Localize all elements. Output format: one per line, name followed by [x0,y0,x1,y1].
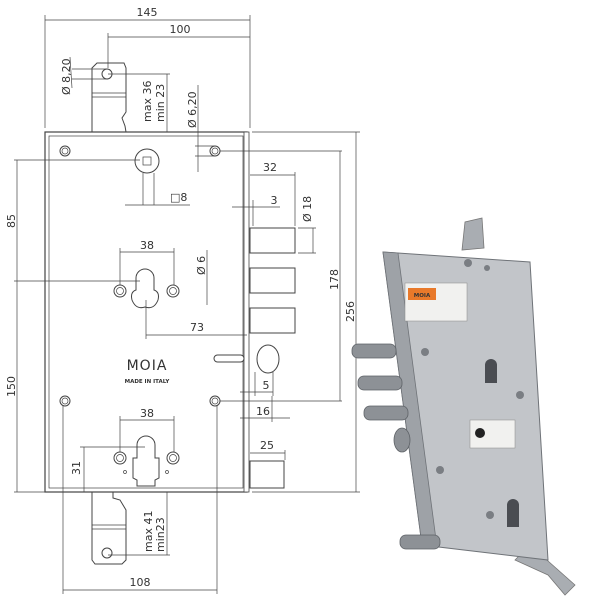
dim-follower: □8 [170,191,187,204]
dim-16: 16 [256,405,270,418]
photo-logo: MOIA [414,293,431,299]
dim-256: 256 [344,301,357,322]
dim-bottom-min: min23 [154,517,167,552]
dim-178: 178 [328,269,341,290]
lower-cylinder-cutout [113,435,180,487]
top-tongue [91,62,127,133]
dimension-lines [14,15,360,594]
latch [256,344,280,374]
dim-150: 150 [5,376,18,397]
dim-screw-hole: Ø 6,20 [186,91,199,128]
dim-85: 85 [5,214,18,228]
dim-tongue-hole: Ø 8,20 [60,58,73,95]
dim-31: 31 [70,461,83,475]
bottom-tongue [91,491,127,565]
dim-bolt-diameter: Ø 18 [301,196,314,222]
dim-100: 100 [170,23,191,36]
follower [134,148,160,174]
dim-top-min: min 23 [154,84,167,122]
dim-top-max: max 36 [141,81,154,122]
dim-38-upper: 38 [140,239,154,252]
dim-25: 25 [260,439,274,452]
dim-145: 145 [137,6,158,19]
dim-73: 73 [190,321,204,334]
dim-32: 32 [263,161,277,174]
bolt-2 [249,267,296,294]
made-in-label: MADE IN ITALY [125,379,171,385]
dim-3: 3 [271,194,278,207]
dim-108: 108 [130,576,151,589]
dim-5: 5 [263,379,270,392]
dim-38-lower: 38 [140,407,154,420]
bolt-3 [249,307,296,334]
latch-rod [213,354,245,363]
brand-label: MOIA [127,358,168,374]
bolt-1 [249,227,296,254]
deadbolt [249,460,285,489]
dim-cyl-hole: Ø 6 [195,256,208,275]
bottom-tongue-hole [101,547,113,559]
lock-photo: MOIA [351,217,576,596]
dim-bottom-max: max 41 [142,511,155,552]
faceplate [243,131,250,493]
